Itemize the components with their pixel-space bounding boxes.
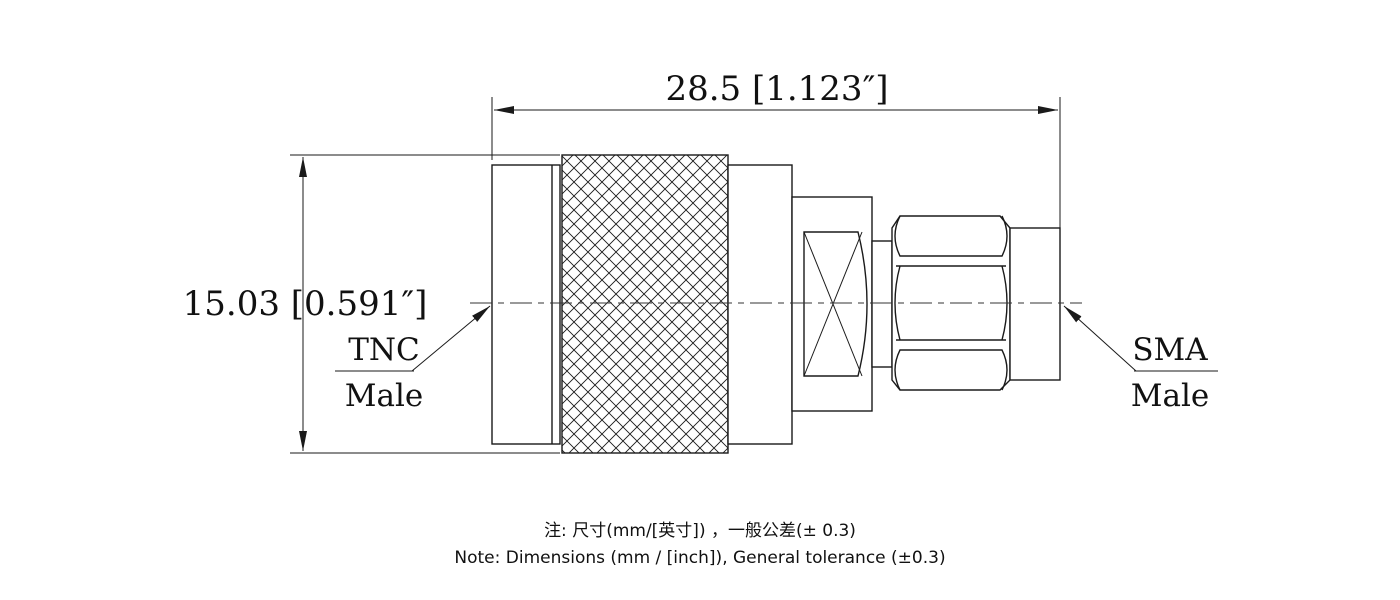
sma-label-group: SMA Male: [1063, 305, 1218, 414]
tnc-front-sleeve: [491, 164, 561, 445]
note-english: Note: Dimensions (mm / [inch]), General …: [454, 548, 946, 568]
tnc-label-group: TNC Male: [335, 305, 491, 414]
drawing-notes: 注: 尺寸(mm/[英寸]) ，一般公差(± 0.3) Note: Dimens…: [0, 518, 1400, 572]
sma-nut-chamfer-bottom: [894, 349, 1008, 391]
sma-leader-line: [1063, 305, 1137, 372]
hex-body-face: [803, 231, 868, 377]
adapter-hex-body: [791, 196, 893, 412]
hex-face-diagonal-b: [803, 231, 863, 377]
height-dimension: 15.03 [0.591″]: [183, 154, 560, 454]
tnc-rear-sleeve: [727, 164, 793, 445]
sma-nut-curve-left: [894, 265, 901, 341]
hex-neck: [871, 240, 893, 368]
tnc-label: TNC: [348, 332, 420, 368]
tnc-male-label: Male: [345, 378, 423, 414]
height-dimension-text: 15.03 [0.591″]: [183, 284, 428, 324]
length-dimension-text: 28.5 [1.123″]: [665, 69, 888, 109]
sma-male-label: Male: [1131, 378, 1209, 414]
note-chinese: 注: 尺寸(mm/[英寸]) ，一般公差(± 0.3): [544, 521, 856, 541]
tnc-coupling-nut: [491, 154, 793, 454]
tnc-leader-line: [411, 305, 491, 372]
tnc-knurled-grip: [561, 154, 729, 454]
sma-nut-chamfer-top: [894, 215, 1008, 257]
sma-label: SMA: [1132, 332, 1208, 368]
length-dimension: 28.5 [1.123″]: [491, 69, 1061, 228]
sma-tip: [1009, 227, 1061, 381]
